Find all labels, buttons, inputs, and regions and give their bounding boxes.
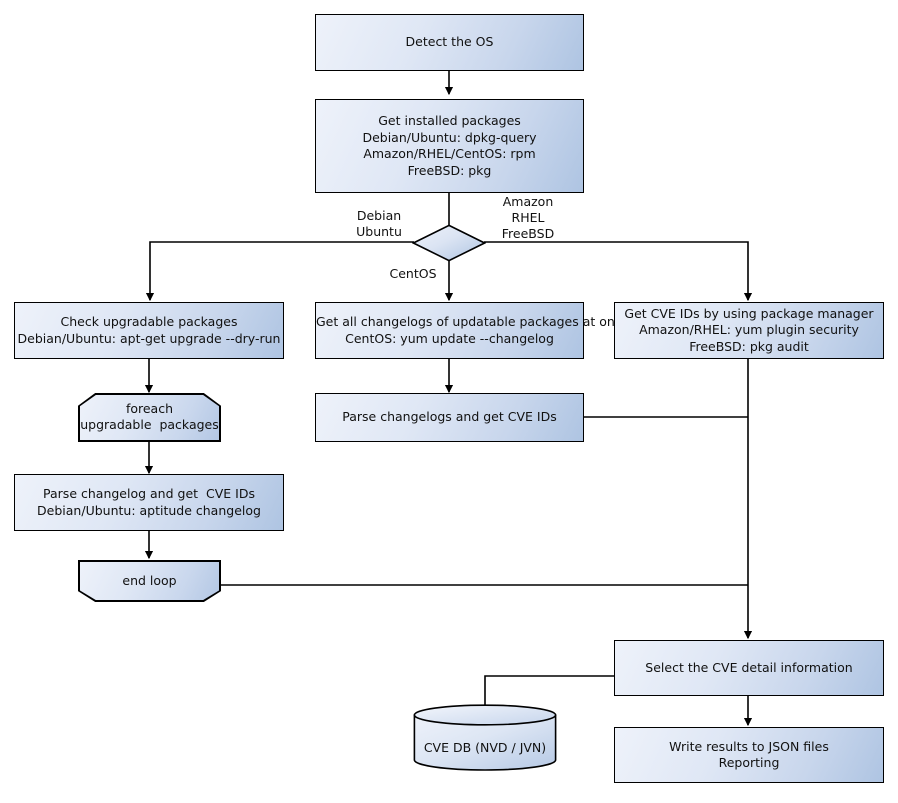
node-check-upgradable-label: Check upgradable packages Debian/Ubuntu:… (17, 314, 281, 346)
node-select-cve-detail[interactable]: Select the CVE detail information (614, 640, 884, 696)
node-get-installed-packages-label: Get installed packages Debian/Ubuntu: dp… (362, 113, 537, 178)
edge-decision-debian (145, 241, 414, 302)
node-end-loop[interactable]: end loop (79, 561, 220, 601)
node-parse-changelog-single-label: Parse changelog and get CVE IDs Debian/U… (37, 486, 261, 518)
edge-decision-amazon (484, 241, 753, 302)
node-parse-changelog-single[interactable]: Parse changelog and get CVE IDs Debian/U… (14, 474, 284, 531)
node-foreach-loop[interactable]: foreach upgradable packages (79, 394, 220, 441)
edge-label-amazon-rhel-freebsd: Amazon RHEL FreeBSD (501, 194, 555, 241)
node-detect-os[interactable]: Detect the OS (315, 14, 584, 71)
edge-label-centos: CentOS (389, 266, 437, 281)
node-check-upgradable[interactable]: Check upgradable packages Debian/Ubuntu:… (14, 302, 284, 359)
node-select-cve-detail-label: Select the CVE detail information (645, 659, 853, 675)
node-parse-changelogs-label: Parse changelogs and get CVE IDs (342, 409, 557, 425)
node-get-all-changelogs[interactable]: Get all changelogs of updatable packages… (315, 302, 629, 359)
node-os-decision[interactable] (412, 224, 486, 262)
edge-db-to-select (484, 675, 614, 706)
node-detect-os-label: Detect the OS (405, 34, 494, 50)
edge-label-debian-ubuntu: Debian Ubuntu (356, 208, 402, 239)
node-parse-changelogs[interactable]: Parse changelogs and get CVE IDs (315, 393, 584, 442)
node-write-results[interactable]: Write results to JSON files Reporting (614, 727, 884, 783)
node-write-results-label: Write results to JSON files Reporting (669, 738, 829, 771)
node-get-cve-ids-pkg-manager[interactable]: Get CVE IDs by using package manager Ama… (614, 302, 884, 359)
node-end-loop-label: end loop (122, 572, 177, 588)
node-get-cve-ids-pkg-manager-label: Get CVE IDs by using package manager Ama… (624, 305, 874, 354)
node-get-all-changelogs-label: Get all changelogs of updatable packages… (316, 314, 629, 346)
node-foreach-loop-label: foreach upgradable packages (80, 400, 219, 433)
node-get-installed-packages[interactable]: Get installed packages Debian/Ubuntu: dp… (315, 99, 584, 193)
node-cve-db[interactable]: CVE DB (NVD / JVN) (413, 704, 557, 771)
